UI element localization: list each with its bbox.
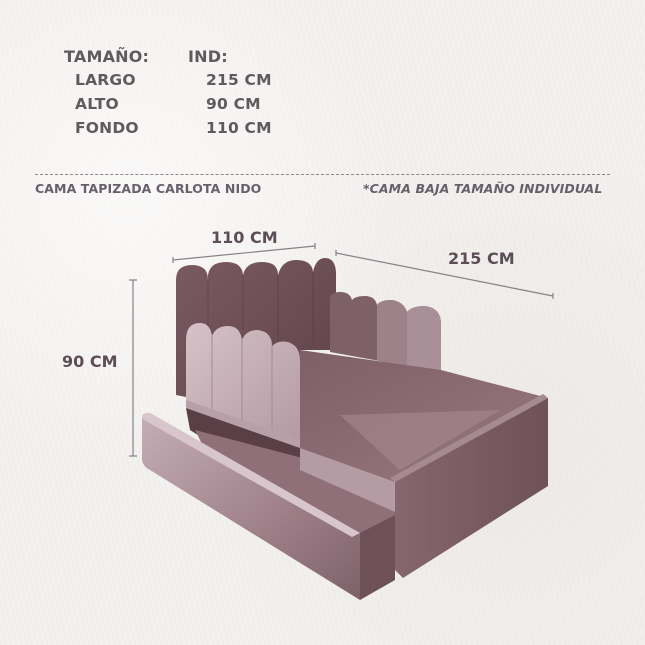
dashed-divider	[35, 174, 610, 175]
spec-label-fondo: FONDO	[75, 119, 139, 137]
dimension-lines	[129, 243, 554, 457]
spec-value-alto: 90 CM	[206, 95, 261, 113]
spec-label-largo: LARGO	[75, 71, 136, 89]
headboard-front	[186, 323, 300, 448]
dimension-length-label: 215 CM	[448, 249, 515, 268]
size-label: TAMAÑO:	[64, 47, 150, 66]
spec-label-alto: ALTO	[75, 95, 119, 113]
size-note: *CAMA BAJA TAMAÑO INDIVIDUAL	[363, 181, 603, 196]
length-dimension-line	[335, 252, 554, 297]
spec-value-largo: 215 CM	[206, 71, 272, 89]
width-dimension-line	[172, 245, 316, 261]
spec-value-fondo: 110 CM	[206, 119, 272, 137]
side-rail	[395, 398, 548, 578]
product-name: CAMA TAPIZADA CARLOTA NIDO	[35, 181, 262, 196]
trundle-drawer	[142, 412, 395, 600]
dimension-width-label: 110 CM	[211, 228, 278, 247]
size-value: IND:	[188, 47, 228, 66]
headboard-side	[330, 292, 441, 372]
dimension-height-label: 90 CM	[62, 352, 118, 371]
